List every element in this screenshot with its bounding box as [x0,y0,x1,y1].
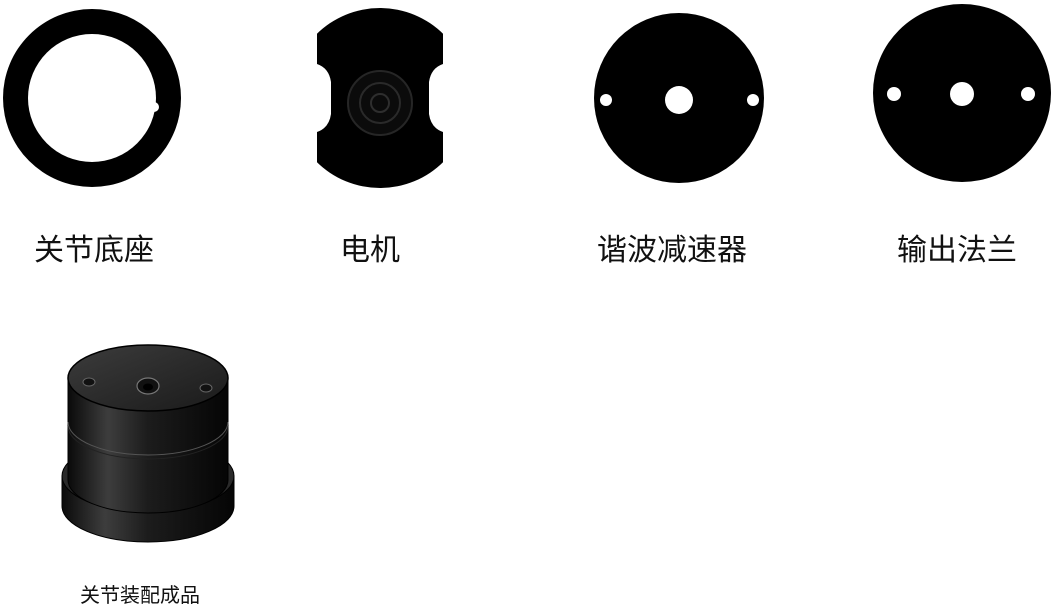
top-side-hole [199,383,213,393]
joint-base-label: 关节底座 [34,233,154,268]
motor-label: 电机 [340,233,400,268]
mount-hole [32,102,42,112]
harmonic-reducer-label: 谐波减速器 [597,233,747,268]
mount-hole [149,102,159,112]
side-hole [1021,87,1035,101]
side-hole [600,94,612,106]
assembly-label: 关节装配成品 [80,583,200,607]
output-flange-part [873,4,1051,182]
center-hole [665,86,693,114]
harmonic-reducer-part [594,13,764,183]
joint-base-part [3,9,181,187]
center-hole [950,82,974,106]
side-hole [747,94,759,106]
assembly-part [61,344,235,543]
side-hole [887,87,901,101]
output-flange-label: 输出法兰 [897,233,1017,268]
top-side-hole [82,377,96,387]
motor-part [317,8,443,188]
motor-hub [347,70,413,136]
